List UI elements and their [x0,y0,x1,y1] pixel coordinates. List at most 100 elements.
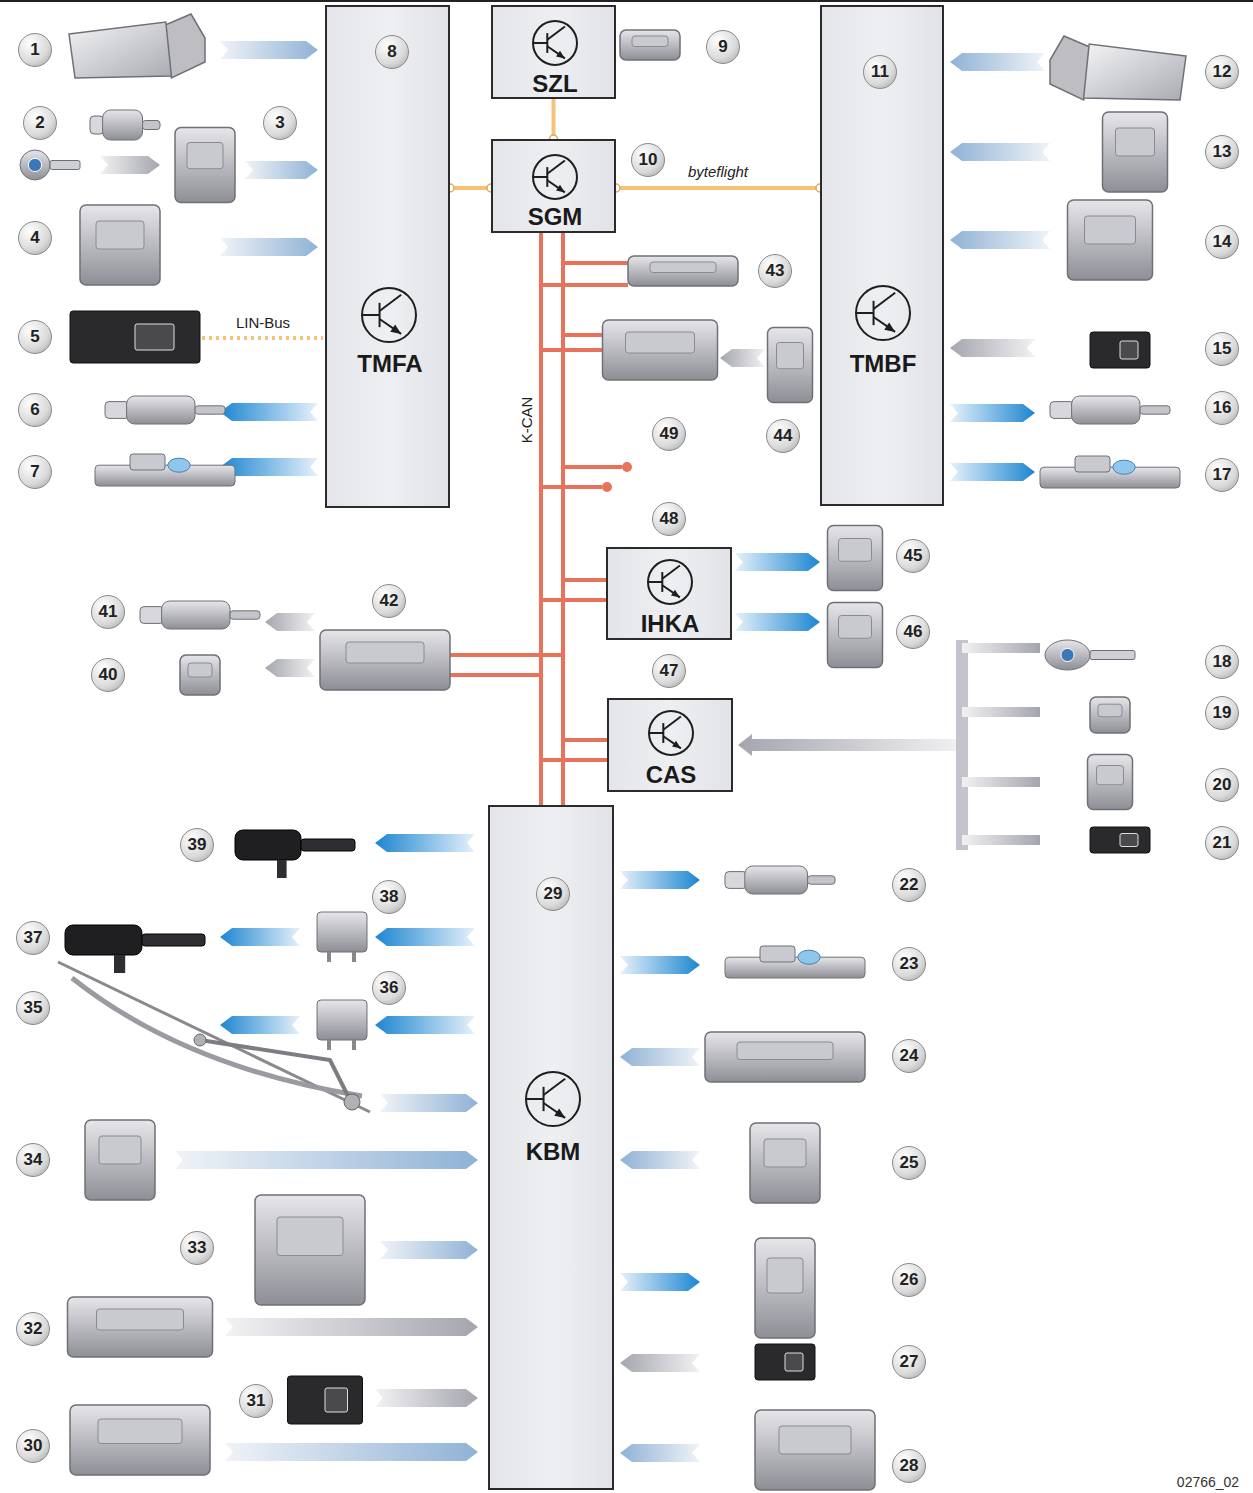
callout-number: 6 [30,400,39,420]
callout-number: 29 [544,884,563,904]
wiper-pivot [344,1094,360,1110]
bus-connector [450,186,491,190]
component-illustration [1090,332,1150,368]
component-illustration [777,343,804,369]
component-illustration [620,30,680,60]
component-illustration [187,143,223,169]
component-illustration [188,663,212,677]
callout-circle: 11 [863,55,897,89]
component-illustration [255,1195,365,1305]
transistor-symbol [526,1072,580,1126]
component-illustration [705,1032,865,1082]
bus-stub-end [602,482,612,492]
component-illustration [650,262,716,273]
transistor-symbol [662,585,680,597]
callout-circle: 40 [91,658,125,692]
component-illustration [327,952,331,962]
transistor-symbol [547,27,565,40]
signal-arrow [375,928,475,946]
component-illustration [755,1344,815,1380]
bus-name: LIN-Bus [236,314,290,332]
signal-arrow [375,1016,475,1034]
callout-circle: 6 [18,393,52,427]
signal-arrow [245,161,318,179]
callout-number: 45 [904,546,923,566]
transistor-symbol [362,314,380,316]
component-illustration [1061,648,1074,661]
unit-name: IHKA [641,610,700,638]
component-illustration [235,830,301,860]
transistor-symbol [547,180,565,192]
figure-code: 02766_02 [1177,1473,1239,1491]
component-illustration [1120,341,1138,359]
unit-name: SGM [528,203,583,231]
component-illustration [1085,216,1136,244]
component-illustration [779,1426,851,1454]
component-illustration [99,1136,141,1164]
component-illustration [750,1123,820,1203]
callout-number: 1 [30,40,39,60]
callout-circle: 32 [16,1312,50,1346]
component-illustration [114,955,125,973]
callout-circle: 14 [1205,225,1239,259]
component-illustration [317,912,367,952]
component-illustration [785,1353,803,1371]
component-illustration [277,860,287,878]
callout-number: 3 [275,113,284,133]
control-unit-box: IHKA [606,547,732,640]
callout-circle: 3 [263,106,297,140]
callout-number: 43 [766,261,785,281]
component-illustration [135,324,174,350]
signal-arrow [220,41,318,59]
callout-circle: 21 [1205,826,1239,860]
callout-circle: 29 [536,877,570,911]
signal-arrow [620,871,700,889]
callout-number: 17 [1213,465,1232,485]
component-illustration [143,121,161,130]
component-illustration [1090,651,1135,660]
callout-number: 14 [1213,232,1232,252]
transistor-symbol [543,1087,545,1111]
component-illustration [346,642,424,663]
callout-circle: 30 [16,1429,50,1463]
component-illustration [764,1139,806,1167]
callout-number: 10 [639,150,658,170]
k-can-branch [445,263,628,760]
transistor-symbol [362,288,416,342]
signal-branch [962,777,1040,787]
callout-circle: 24 [892,1039,926,1073]
callout-number: 22 [900,875,919,895]
callout-number: 41 [99,602,118,622]
callout-number: 47 [660,661,679,681]
wiper-linkage [200,1040,350,1100]
signal-arrow [620,1048,700,1066]
callout-circle: 45 [896,539,930,573]
transistor-symbol [544,1079,566,1095]
transistor-symbol [856,312,874,314]
callout-number: 5 [30,327,39,347]
callout-number: 25 [900,1153,919,1173]
callout-circle: 49 [652,417,686,451]
callout-circle: 15 [1205,332,1239,366]
callout-circle: 36 [372,971,406,1005]
callout-circle: 10 [631,143,665,177]
component-illustration [90,116,104,134]
callout-circle: 12 [1205,55,1239,89]
callout-circle: 27 [892,1345,926,1379]
component-illustration [1116,128,1155,156]
bus-name: byteflight [688,163,748,181]
component-illustration [1084,44,1186,100]
top-rule [0,0,1253,2]
component-illustration [65,925,142,955]
callout-circle: 9 [706,30,740,64]
callout-circle: 38 [372,880,406,914]
component-illustration [737,1042,833,1060]
unit-name: CAS [646,761,697,789]
callout-circle: 43 [758,254,792,288]
component-illustration [1098,704,1122,717]
callout-circle: 22 [892,868,926,902]
callout-number: 13 [1213,142,1232,162]
transistor-symbol [544,1103,566,1118]
component-illustration [755,1238,815,1338]
signal-arrow [620,1444,700,1462]
